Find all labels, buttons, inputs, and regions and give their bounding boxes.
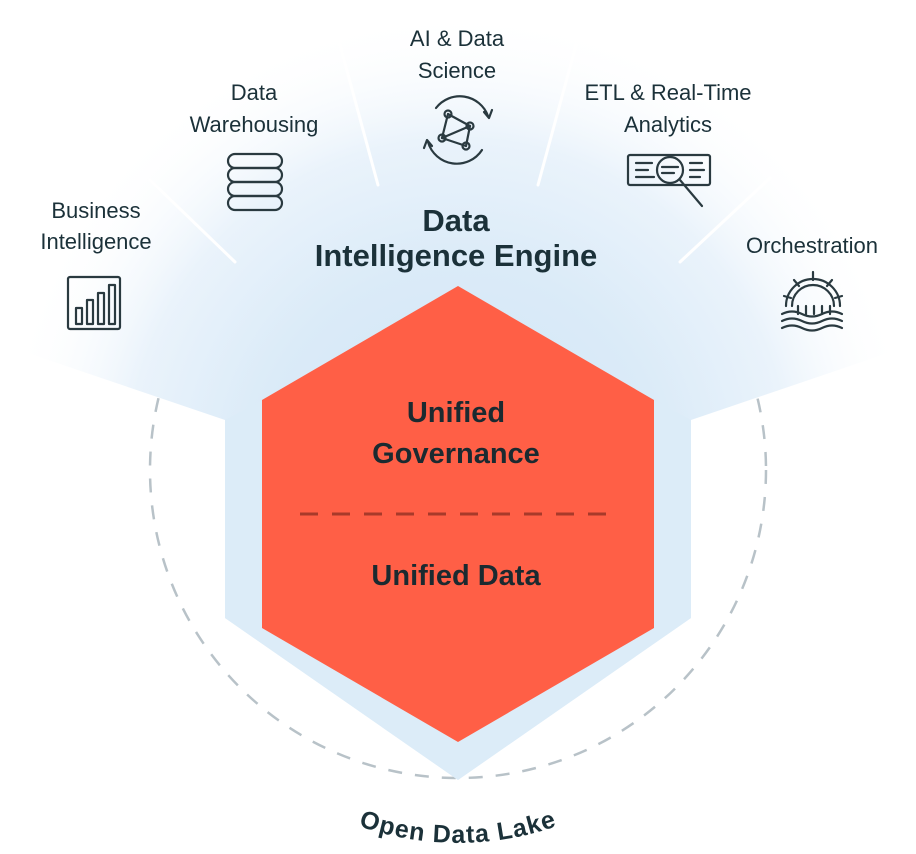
bar-chart-icon [66,275,122,331]
open-data-lake-ring [148,160,768,780]
spoke-label-line1: Orchestration [746,233,878,258]
spoke-etl-real-time-analytics: ETL & Real-Time Analytics [584,80,752,208]
database-icon [226,152,284,212]
spoke-label-line2: Intelligence [40,229,151,254]
engine-title-line1: Data [422,203,490,238]
spoke-label-line2: Analytics [624,112,712,137]
spoke-data-warehousing: Data Warehousing [190,80,319,212]
network-cycle-icon [422,95,494,165]
spoke-label-line2: Warehousing [190,112,319,137]
unified-core-hexagon [262,286,654,742]
spoke-label-line1: AI & Data [410,26,505,51]
engine-title-line2: Intelligence Engine [315,238,598,273]
spoke-separators [148,43,772,264]
magnifier-data-icon [626,153,712,208]
spoke-label-line2: Science [418,58,496,83]
spoke-ai-data-science: AI & Data Science [410,26,505,165]
gear-waves-icon [780,270,844,332]
spoke-orchestration: Orchestration [746,233,878,332]
spoke-label-line1: Data [231,80,278,105]
open-data-lake-label: Open Data Lake [356,805,559,849]
unified-data-label: Unified Data [371,560,541,592]
unified-governance-line2: Governance [372,438,540,470]
unified-governance-line1: Unified [407,397,505,429]
spoke-label-line1: Business [51,198,140,223]
spoke-business-intelligence: Business Intelligence [40,198,152,331]
spoke-label-line1: ETL & Real-Time [584,80,751,105]
